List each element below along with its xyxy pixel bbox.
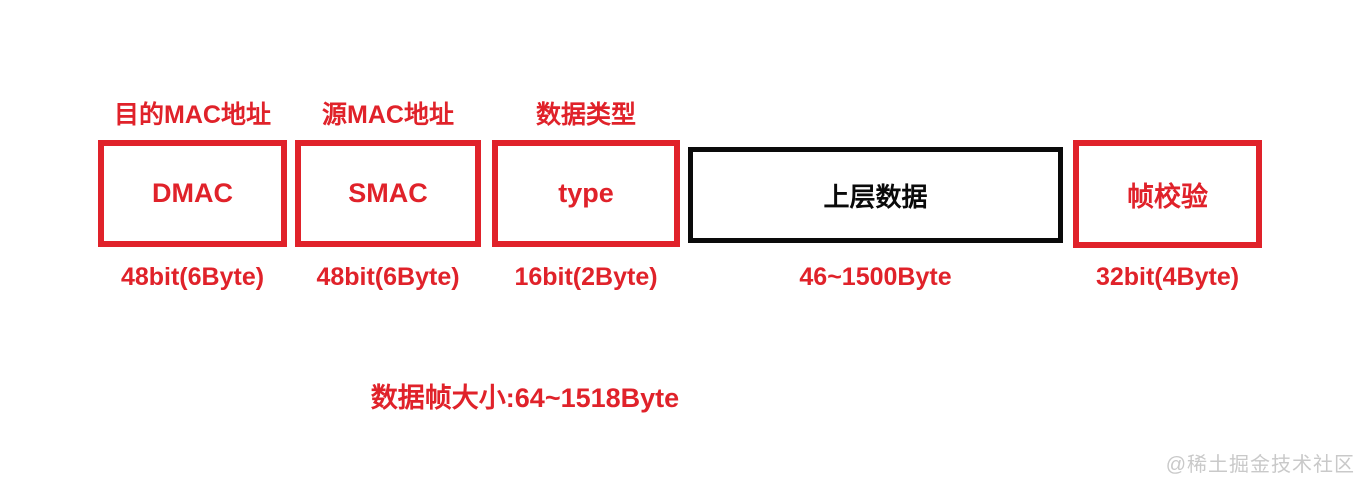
field-box-type: type (492, 140, 680, 247)
watermark: @稀土掘金技术社区 (1165, 454, 1355, 476)
field-box-payload: 上层数据 (688, 147, 1063, 243)
field-box-fcs: 帧校验 (1073, 140, 1262, 248)
field-box-dmac-text: DMAC (152, 178, 233, 208)
field-size-label-smac: 48bit(6Byte) (316, 263, 460, 291)
field-box-dmac: DMAC (98, 140, 287, 247)
field-box-type-text: type (558, 178, 614, 208)
field-box-smac: SMAC (295, 140, 481, 247)
field-size-label-type: 16bit(2Byte) (514, 263, 658, 291)
field-top-label-type: 数据类型 (535, 101, 636, 129)
field-box-smac-text: SMAC (348, 178, 428, 208)
field-top-label-dmac: 目的MAC地址 (114, 101, 271, 129)
field-size-label-fcs: 32bit(4Byte) (1095, 263, 1240, 291)
field-size-label-payload: 46~1500Byte (799, 263, 952, 291)
field-box-fcs-text: 帧校验 (1127, 181, 1208, 212)
field-top-label-smac: 源MAC地址 (322, 101, 454, 129)
field-box-payload-text: 上层数据 (823, 181, 928, 212)
field-size-label-dmac: 48bit(6Byte) (120, 263, 265, 291)
frame-size-note: 数据帧大小:64~1518Byte (370, 383, 680, 413)
